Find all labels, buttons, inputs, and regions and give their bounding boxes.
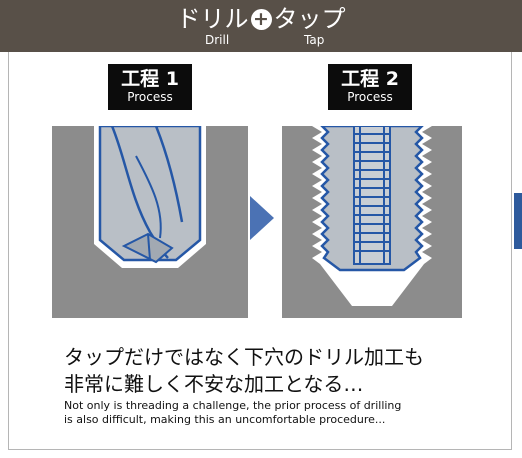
drill-chisel-line [147,233,151,261]
step-1-label: 工程 1 Process [108,64,192,110]
step-2-title: 工程 2 [341,68,399,90]
step-2-label: 工程 2 Process [328,64,412,110]
process-arrow-icon [250,196,274,240]
caption-en-line-1: Not only is threading a challenge, the p… [64,399,402,412]
side-tab-marker [514,193,522,249]
tap-flute-lines [354,126,390,264]
header-title-drill: ドリル [176,5,249,33]
caption-ja-line-2: 非常に難しく不安な加工となる… [64,372,364,396]
drill-illustration [52,126,248,318]
header-title-tap: タップ [273,5,346,33]
drill-cutting-edge [121,232,174,264]
plus-circle-icon: + [250,9,272,30]
drill-flute-2 [154,126,184,223]
caption-ja-line-1: タップだけではなく下穴のドリル加工も [64,345,424,369]
header-title: ドリル+タップ [0,5,522,33]
drill-bit [98,126,202,262]
step-1-title: 工程 1 [121,68,179,90]
header-sub-tap: Tap [304,33,325,47]
step-1-sub: Process [127,90,173,104]
header-sub-drill: Drill [205,33,230,47]
caption-en-line-2: is also difficult, making this an uncomf… [64,413,386,426]
drill-flute-3 [135,155,162,239]
header-bar: ドリル+タップ Drill Tap [0,0,522,52]
tap-illustration [282,126,462,318]
step-2-sub: Process [347,90,393,104]
